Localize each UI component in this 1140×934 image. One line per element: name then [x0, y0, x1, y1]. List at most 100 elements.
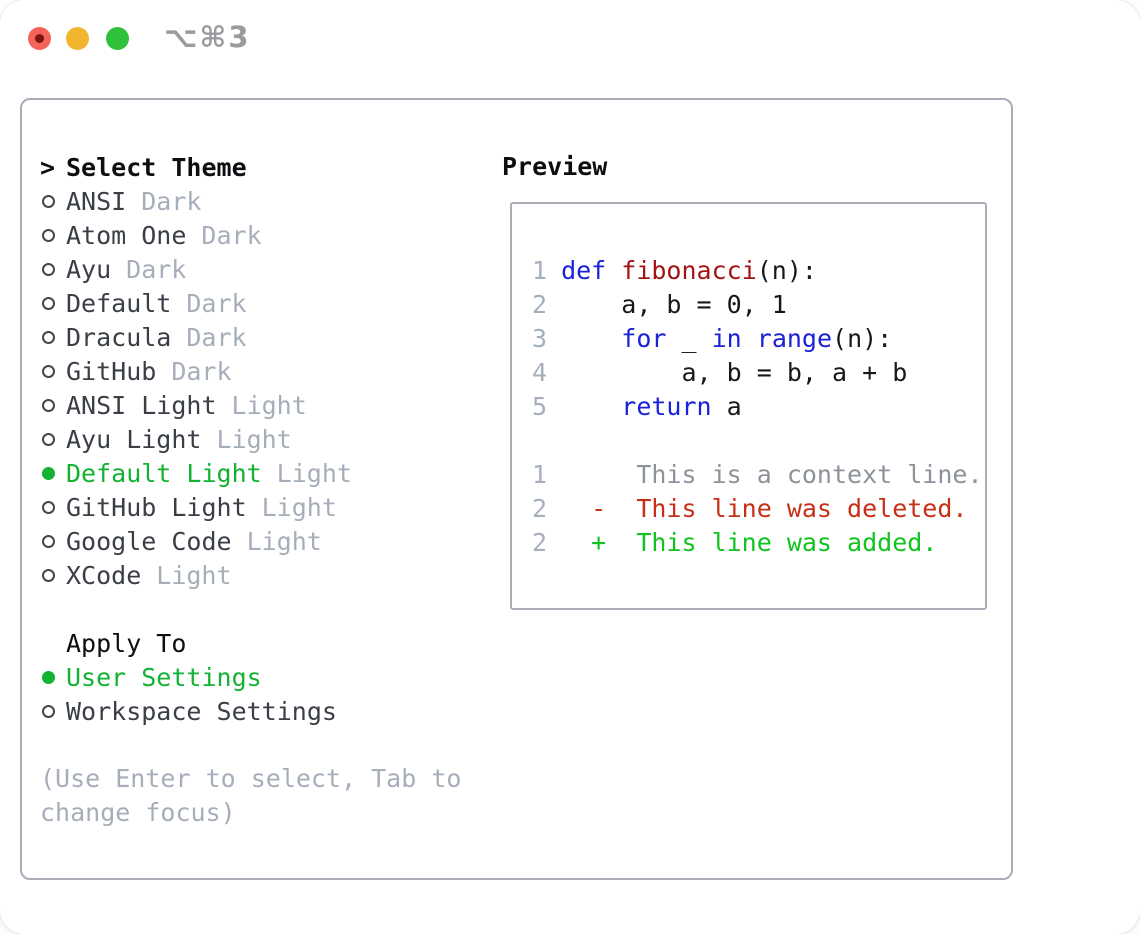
apply-option-label: Workspace Settings: [66, 696, 337, 726]
line-number: 4: [532, 357, 548, 387]
code-line: 2 - This line was deleted.: [532, 491, 979, 525]
theme-variant-tag: Dark: [126, 254, 187, 284]
code-token: - This line was deleted.: [561, 493, 968, 523]
radio-icon: [42, 262, 55, 276]
code-token: _: [666, 323, 712, 353]
spacer: [40, 728, 490, 762]
radio-icon: [42, 534, 55, 548]
code-token: (n):: [756, 255, 817, 285]
theme-variant-tag: Light: [156, 560, 232, 590]
radio-icon: [42, 432, 55, 446]
spacer: [40, 592, 490, 626]
theme-option-github[interactable]: GitHub Dark: [40, 354, 490, 388]
theme-name: Ayu Light: [66, 424, 202, 454]
radio-icon: [42, 364, 55, 378]
preview-title: Preview: [502, 152, 608, 181]
code-line: 1 This is a context line.: [532, 457, 983, 491]
theme-option-github-light[interactable]: GitHub Light Light: [40, 490, 490, 524]
code-token: a, b = 0, 1: [561, 289, 787, 319]
maximize-button[interactable]: [106, 27, 129, 50]
code-line: 2 + This line was added.: [532, 525, 979, 559]
line-number: 1: [532, 255, 548, 285]
radio-selected-icon: [42, 466, 55, 480]
code-line: 4 a, b = b, a + b: [532, 355, 979, 389]
theme-name: XCode: [66, 560, 142, 590]
line-number: 2: [532, 289, 548, 319]
code-token: in: [711, 323, 742, 353]
theme-name: Atom One: [66, 220, 187, 250]
line-number: 5: [532, 391, 548, 421]
titlebar: ⌥⌘3: [0, 0, 1140, 72]
radio-icon: [42, 398, 55, 412]
code-text: return a: [561, 391, 742, 421]
code-text: def fibonacci(n):: [561, 256, 817, 285]
apply-to-title: Apply To: [66, 628, 187, 658]
code-text: a, b = b, a + b: [561, 358, 907, 387]
theme-option-ansi[interactable]: ANSI Dark: [40, 184, 490, 218]
line-number: 2: [532, 493, 548, 523]
theme-variant-tag: Dark: [171, 356, 232, 386]
prompt-caret-icon: >: [40, 152, 56, 182]
select-theme-header: > Select Theme: [40, 150, 490, 184]
radio-icon: [42, 568, 55, 582]
theme-variant-tag: Dark: [201, 220, 262, 250]
code-token: fibonacci: [621, 255, 757, 285]
code-line: 5 return a: [532, 389, 979, 423]
code-text: a, b = 0, 1: [561, 290, 787, 319]
window-title: ⌥⌘3: [164, 20, 251, 54]
theme-option-atom-one[interactable]: Atom One Dark: [40, 218, 490, 252]
code-text: for _ in range(n):: [561, 324, 892, 353]
code-text: + This line was added.: [561, 528, 937, 557]
radio-icon: [42, 704, 55, 718]
code-token: for: [621, 323, 667, 353]
theme-name: ANSI Light: [66, 390, 217, 420]
theme-variant-tag: Light: [246, 526, 322, 556]
code-token: This is a context line.: [561, 459, 983, 489]
radio-icon: [42, 194, 55, 208]
apply-option-user-settings[interactable]: User Settings: [40, 660, 490, 694]
close-button[interactable]: [28, 27, 51, 50]
code-token: a: [711, 391, 742, 421]
code-line: [532, 423, 979, 457]
radio-icon: [42, 228, 55, 242]
theme-variant-tag: Dark: [186, 322, 247, 352]
theme-variant-tag: Light: [231, 390, 307, 420]
theme-name: GitHub Light: [66, 492, 247, 522]
code-token: range: [756, 323, 833, 353]
apply-to-header: Apply To: [40, 626, 490, 660]
radio-icon: [42, 330, 55, 344]
theme-variant-tag: Dark: [186, 288, 247, 318]
code-token: def: [561, 255, 607, 285]
code-token: (n):: [832, 323, 893, 353]
code-line: 3 for _ in range(n):: [532, 321, 979, 355]
code-line: 2 a, b = 0, 1: [532, 287, 979, 321]
code-token: [606, 256, 621, 285]
theme-option-dracula[interactable]: Dracula Dark: [40, 320, 490, 354]
theme-name: ANSI: [66, 186, 127, 216]
theme-variant-tag: Light: [276, 458, 352, 488]
theme-option-xcode[interactable]: XCode Light: [40, 558, 490, 592]
minimize-button[interactable]: [66, 27, 89, 50]
radio-selected-icon: [42, 670, 55, 684]
radio-icon: [42, 500, 55, 514]
record-dot-icon: [35, 34, 44, 43]
theme-name: GitHub: [66, 356, 157, 386]
theme-variant-tag: Dark: [141, 186, 202, 216]
theme-name: Dracula: [66, 322, 172, 352]
theme-variant-tag: Light: [261, 492, 337, 522]
apply-option-workspace-settings[interactable]: Workspace Settings: [40, 694, 490, 728]
line-number: 3: [532, 323, 548, 353]
theme-option-ansi-light[interactable]: ANSI Light Light: [40, 388, 490, 422]
keyboard-hint: (Use Enter to select, Tab to change focu…: [40, 764, 462, 827]
apply-option-label: User Settings: [66, 662, 262, 692]
